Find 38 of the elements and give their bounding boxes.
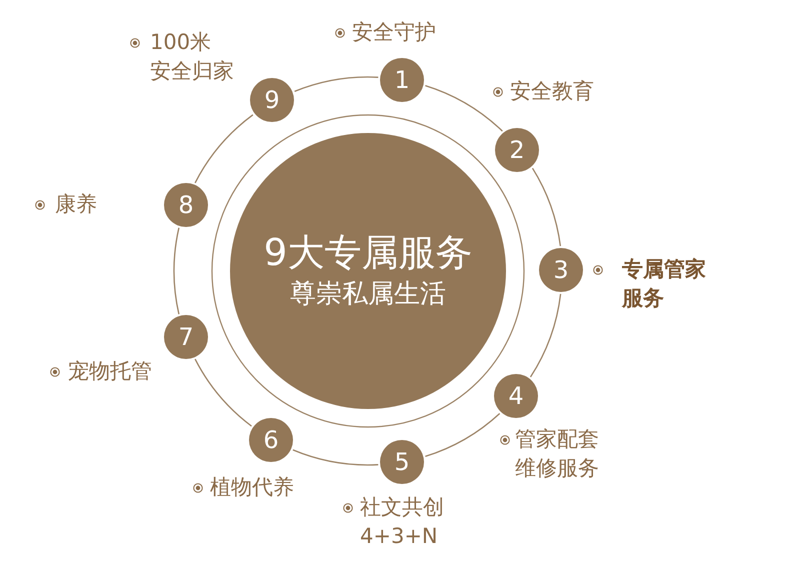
step-number: 1 [394,68,410,92]
service-label: 社文共创4+3+N [360,494,444,550]
service-label: 康养 [55,191,97,218]
number-circle [249,418,293,462]
ring-arc [425,413,500,457]
step-number: 5 [394,450,410,474]
number-circle [494,374,538,418]
ring-arc [294,76,378,92]
number-circle [164,183,208,227]
step-number: 4 [508,384,524,408]
number-circle [495,128,539,172]
number-circle [539,248,583,292]
step-number: 3 [553,258,569,282]
ring-arc [194,114,254,184]
service-label: 安全守护 [352,19,436,46]
ring-arc [194,358,252,427]
ring-arc [173,228,180,314]
service-label: 安全教育 [510,78,594,105]
step-number: 7 [178,325,194,349]
step-number: 2 [509,138,525,162]
ring-arc [292,449,378,466]
number-circle [380,58,424,102]
center-subtitle: 尊崇私属生活 [290,278,446,311]
ring-arc [532,168,562,246]
service-label: 100米安全归家 [150,29,234,85]
step-number: 6 [263,428,279,452]
number-circle [250,78,294,122]
ring-arc [530,294,562,378]
number-circle [164,315,208,359]
service-label: 宠物托管 [68,358,152,385]
ring-arc [425,85,503,132]
service-label: 专属管家服务 [622,256,706,312]
step-number: 9 [264,88,280,112]
center-title: 9大专属服务 [264,230,472,276]
service-label: 管家配套维修服务 [515,426,599,482]
service-label: 植物代养 [210,474,294,501]
number-circle [380,440,424,484]
step-number: 8 [178,193,194,217]
